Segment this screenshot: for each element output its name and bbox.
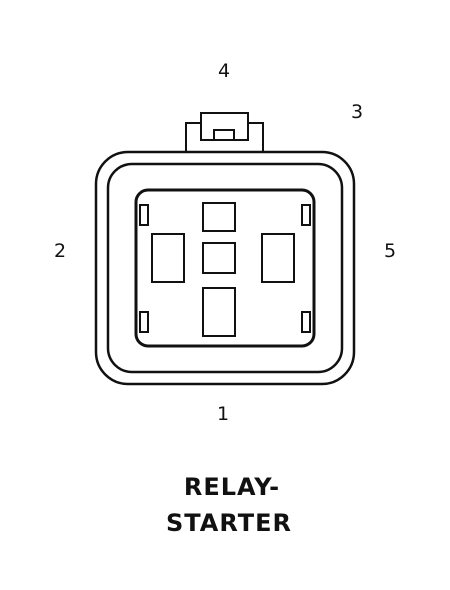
- connector-inner-housing: [106, 162, 344, 374]
- terminal-pin-4: [202, 202, 236, 232]
- pin-label-4: 4: [218, 60, 230, 82]
- caption-line-1: RELAY-: [184, 473, 280, 501]
- pin-label-3: 3: [351, 101, 363, 123]
- terminal-pin-3: [202, 242, 236, 274]
- pin-label-2: 2: [54, 240, 66, 262]
- caption-line-2: STARTER: [166, 509, 292, 537]
- terminal-pin-2: [151, 233, 185, 283]
- keying-slots: [139, 204, 311, 333]
- locking-tab: [185, 112, 264, 153]
- terminal-pin-5: [261, 233, 295, 283]
- connector-outer-housing: [94, 150, 356, 386]
- pin-label-1: 1: [217, 403, 229, 425]
- terminal-pin-1: [202, 287, 236, 337]
- pin-label-5: 5: [384, 240, 396, 262]
- terminal-cavity: [134, 188, 316, 348]
